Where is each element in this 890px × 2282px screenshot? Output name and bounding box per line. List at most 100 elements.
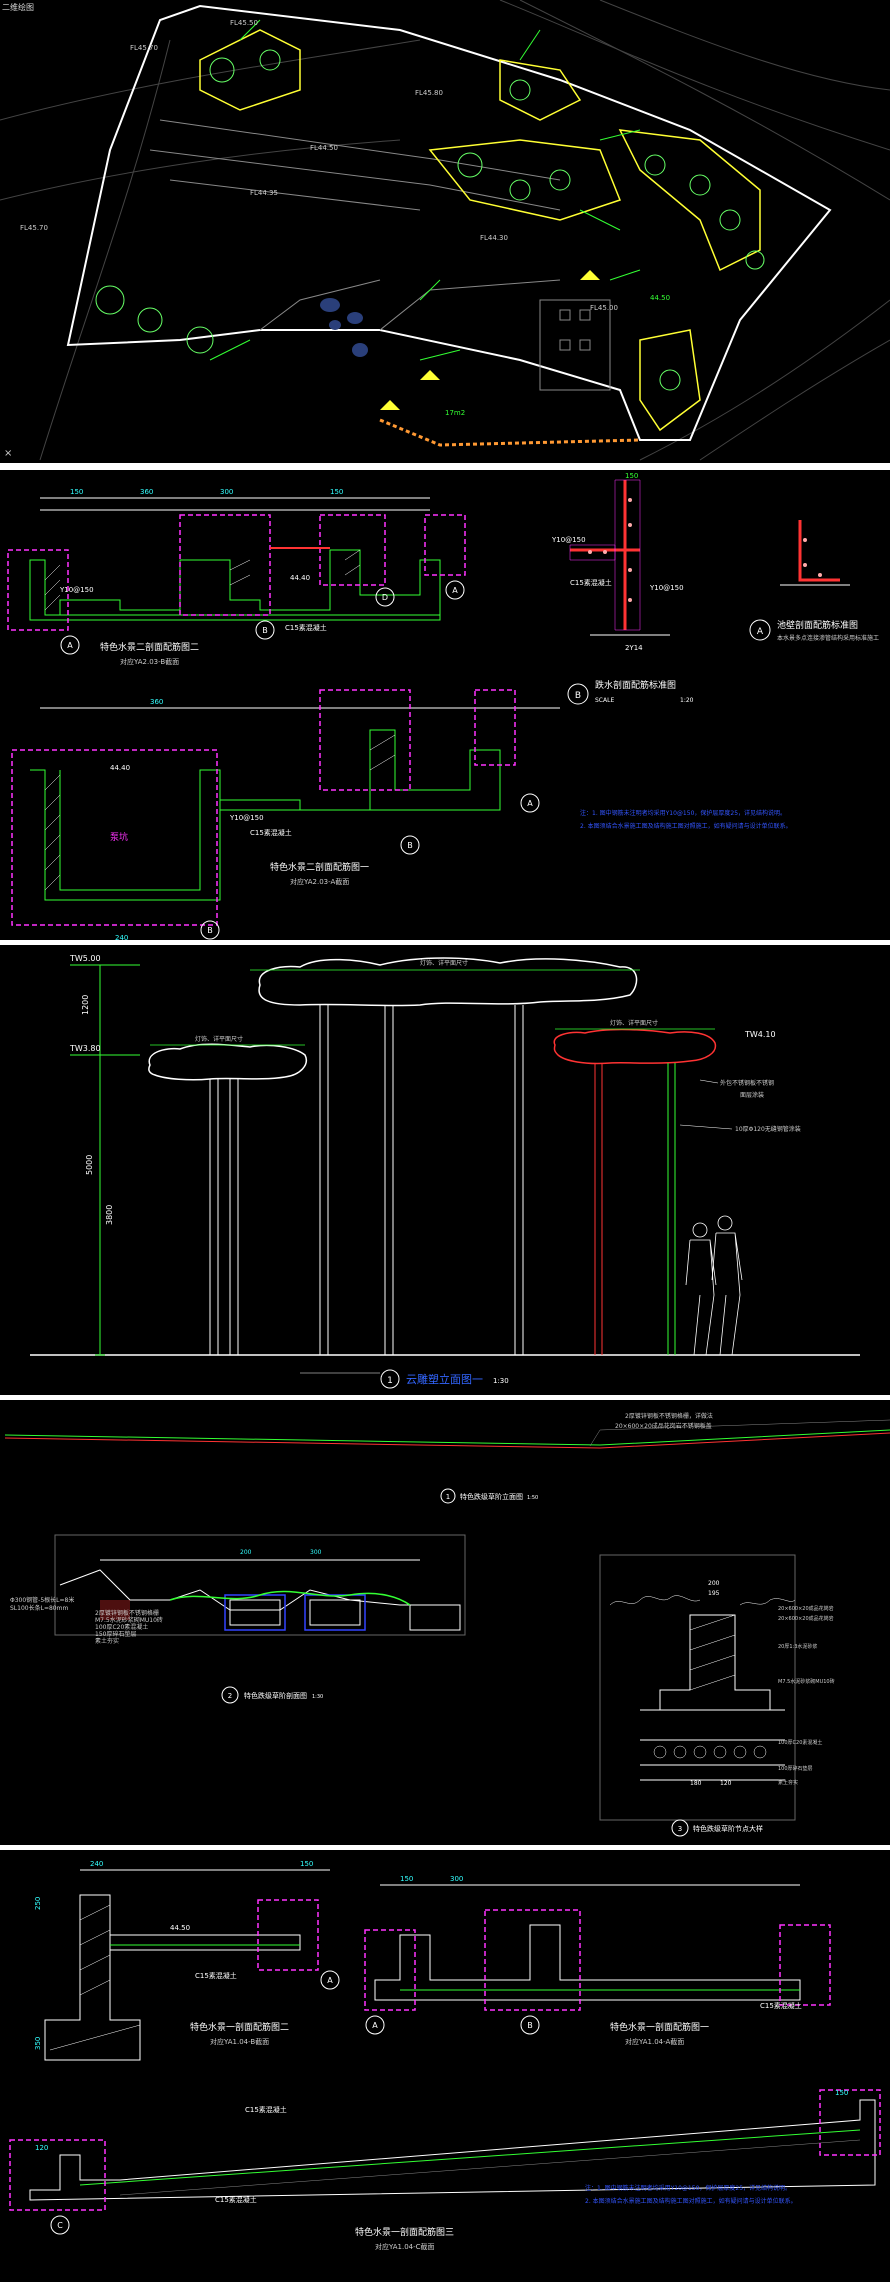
paving-lines: [149, 119, 611, 391]
section-1-2-title: 特色水景一剖面配筋图二: [190, 2021, 289, 2033]
direction-markers: [380, 270, 600, 410]
dim-300-a: 300: [310, 1549, 322, 1556]
note-top-b: 灯饰、详平面尺寸: [195, 1035, 243, 1043]
dim-1200: 1200: [81, 995, 90, 1015]
detail-rebar-c: 2Y14: [625, 644, 643, 652]
note-top-c: 灯饰、详平面尺寸: [610, 1019, 658, 1027]
cloud-top-right: [553, 1028, 717, 1065]
cap1-text: 特色跌级草阶立面图: [460, 1492, 523, 1501]
site-boundary: [66, 4, 832, 441]
close-icon[interactable]: ×: [4, 448, 13, 459]
section-1-3-title: 特色水景一剖面配筋图三: [355, 2226, 454, 2238]
dim-195: 195: [708, 1590, 720, 1597]
top-note-b: 20×600×20成品花岗岩不锈钢板盖: [615, 1422, 712, 1430]
wall-detail-title: 池壁剖面配筋标准图: [777, 619, 858, 631]
section-1-3-ref: 对应YA1.04-C截面: [375, 2242, 435, 2251]
drop-detail: 150 Y10@150 Y10@150 2Y14 C15素混凝土 B 跌水剖面配…: [551, 472, 879, 705]
right-note-0: 20×600×20成品花岗岩: [778, 1605, 834, 1612]
caption-number: 1: [387, 1376, 393, 1386]
area-label-a: 44.50: [650, 294, 670, 302]
right-note-1: 20×600×20成品花岗岩: [778, 1615, 834, 1622]
top-note-a: 2厚镀锌钢板不锈钢格栅，详做法: [625, 1412, 713, 1420]
section-2-2-title: 特色水景二剖面配筋图二: [100, 641, 199, 653]
water-feature-2-drawing: 150 360 300 150 Y10@150 44.40 C15素混凝土 A …: [7, 472, 879, 940]
site-plan-drawing: FL45.70 FL45.50 FL45.80 FL44.50 FL44.35 …: [0, 0, 890, 461]
dim-250-5: 250: [34, 1897, 42, 1910]
note-line-2: 2. 本图须结合水景施工图及结构施工图对照施工，如有疑问请与设计单位联系。: [580, 822, 792, 830]
rebar-label-d: Y10@150: [229, 814, 264, 822]
section-2-geometry: [59, 1559, 461, 1631]
dim-350-5: 350: [34, 2037, 42, 2050]
cloud-elevation-drawing: TW5.00 TW3.80 TW4.10 1200 5000 3800: [30, 954, 860, 1389]
caption-text: 云雕塑立面图一: [406, 1372, 483, 1386]
water-feature-1-panel: A 240 150 44.50 C15素混凝土 250 350 特色水景一剖面配…: [0, 1850, 890, 2282]
marker-c-5: C: [57, 2221, 63, 2230]
section-2-1: 泵坑 360 44.40 Y10@150 C15素混凝土 240 B B A 特…: [11, 689, 560, 940]
fl-label-h: FL45.70: [20, 224, 48, 232]
marker-a2-circle: [445, 580, 465, 600]
grass-steps-drawing: 2厚镀锌钢板不锈钢格栅，详做法 20×600×20成品花岗岩不锈钢板盖 1 特色…: [4, 1412, 890, 1837]
right-note-4: 100厚C20素混凝土: [778, 1739, 822, 1746]
c15-label-a: C15素混凝土: [285, 623, 327, 632]
human-scale-figure: [685, 1215, 743, 1356]
section-2-1-title: 特色水景二剖面配筋图一: [270, 861, 369, 873]
scale-value: 1:20: [680, 697, 694, 704]
fl-label-a: FL45.70: [130, 44, 158, 52]
scale-label: SCALE: [595, 697, 614, 704]
leader-lines: [209, 19, 641, 361]
note-right-a: 外包不锈钢板不锈钢: [720, 1079, 774, 1087]
marker-a-5a: A: [327, 1976, 333, 1985]
dim-240-5: 240: [90, 1860, 103, 1868]
marker-b2-text: B: [207, 926, 213, 935]
window-title: 二维绘图: [2, 3, 34, 12]
dim-5000: 5000: [85, 1155, 94, 1175]
fl-label-b: FL45.50: [230, 19, 258, 27]
section-1-3: C C15素混凝土 C15素混凝土 150 120 特色水景一剖面配筋图三 对应…: [9, 2089, 881, 2251]
fl-label-g: FL45.00: [590, 304, 618, 312]
left-note-3: M7.5水泥砂浆砌MU10砖: [95, 1616, 163, 1624]
edge-strip: [379, 418, 641, 447]
wall-detail-note: 本水景多点连接渗管结构采用标准施工: [777, 634, 879, 642]
dimension-column: [70, 964, 140, 1356]
detail-rebar-b: Y10@150: [649, 584, 684, 592]
detail-3-frame: [599, 1554, 796, 1821]
cap3-number: 3: [678, 1825, 682, 1833]
detail-marker-b: B: [575, 691, 581, 701]
section-1-1-ref: 对应YA1.04-A截面: [625, 2037, 684, 2046]
dim-200-b: 200: [708, 1580, 720, 1587]
note-top-a: 灯饰、详平面尺寸: [420, 959, 468, 967]
c15-5b: C15素混凝土: [760, 2001, 802, 2010]
note-line-1: 注：1. 图中钢筋未注明者均采用Y10@150，保护层厚度25，详见结构说明。: [580, 809, 786, 817]
left-note-5: 150厚碎石垫层: [95, 1630, 136, 1638]
c15-label-b: C15素混凝土: [250, 828, 292, 837]
section-2-2: 150 360 300 150 Y10@150 44.40 C15素混凝土 A …: [7, 488, 466, 666]
fl-label-f: FL44.30: [480, 234, 508, 242]
cloud-columns: [209, 1005, 524, 1355]
section-1-2: A 240 150 44.50 C15素混凝土 250 350 特色水景一剖面配…: [34, 1860, 340, 2061]
dim-360-a: 360: [140, 488, 153, 496]
cloud-elevation-panel: TW5.00 TW3.80 TW4.10 1200 5000 3800: [0, 945, 890, 1395]
right-note-3: M7.5水泥砂浆砌MU10砖: [778, 1678, 835, 1685]
detail-rebar-a: Y10@150: [551, 536, 586, 544]
left-note-0: Φ300钢管-5根长L=8米: [10, 1596, 74, 1604]
marker-a3-text: A: [527, 799, 533, 808]
marker-a-5b: A: [372, 2021, 378, 2030]
drop-detail-title: 跌水剖面配筋标准图: [595, 679, 676, 691]
left-note-4: 100厚C20素混凝土: [95, 1623, 148, 1631]
left-note-2: 2厚镀锌钢板不锈钢格栅: [95, 1609, 159, 1617]
detail-c15: C15素混凝土: [570, 578, 612, 587]
cap3-text: 特色跌级草阶节点大样: [693, 1824, 763, 1833]
c15-5c: C15素混凝土: [245, 2105, 287, 2114]
tw-label-c: TW4.10: [744, 1030, 776, 1039]
dim-label-a: 17m2: [445, 409, 465, 417]
marker-b-5b: B: [527, 2021, 533, 2030]
cap2-scale: 1:30: [312, 1694, 323, 1700]
dim-150-5b: 150: [400, 1875, 413, 1883]
fl-label-d: FL44.50: [310, 144, 338, 152]
dim-150-b: 150: [330, 488, 343, 496]
cloud-top-left: [148, 1043, 307, 1081]
right-note-5: 100厚碎石垫层: [778, 1765, 813, 1772]
rebar-label-a: Y10@150: [59, 586, 94, 594]
cap2-number: 2: [228, 1692, 232, 1700]
marker-d-circle: [375, 587, 395, 607]
